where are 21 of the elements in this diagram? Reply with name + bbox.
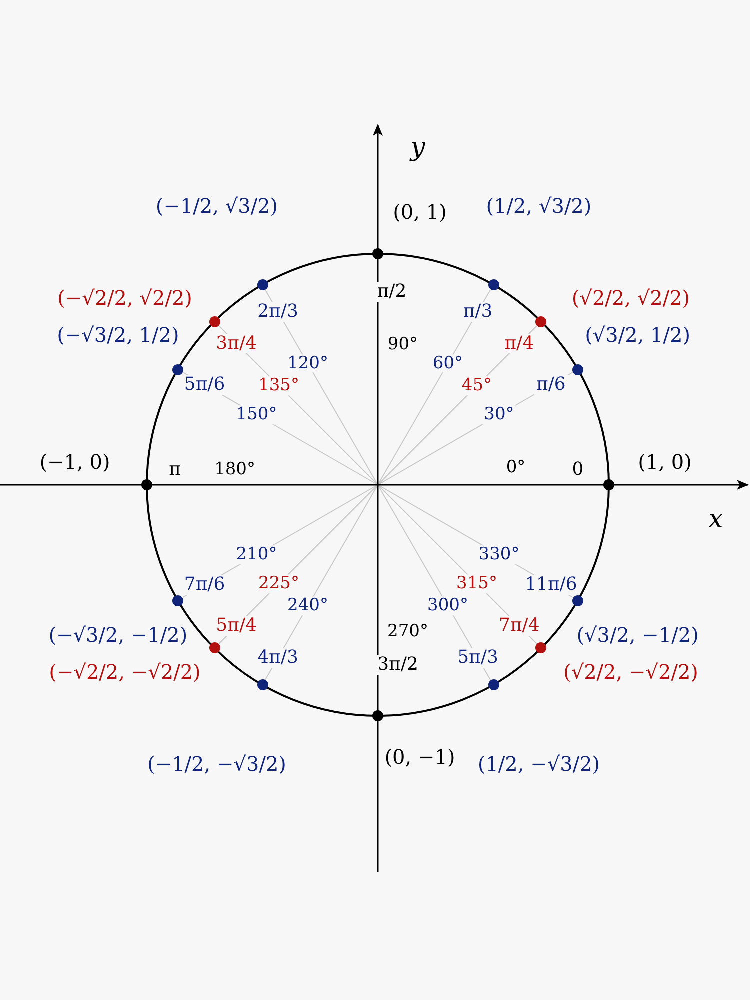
point-dot (172, 364, 184, 375)
point-dot (536, 642, 547, 654)
angle-label: 2π/3 (256, 302, 300, 322)
point-dot (257, 680, 268, 691)
angle-label: π/4 (502, 334, 536, 354)
point-dot (372, 710, 384, 722)
point-dot (142, 480, 152, 490)
point-dot (257, 279, 268, 290)
angle-label: 4π/3 (256, 648, 300, 668)
point-dot (209, 316, 220, 328)
point-dot (209, 642, 220, 654)
point-dot (488, 279, 499, 290)
point-dot (572, 364, 584, 375)
point-dot (572, 595, 584, 606)
point-dot (172, 595, 184, 606)
point-dot (536, 316, 547, 328)
point-dot (604, 480, 614, 490)
degree-label: 30° (482, 406, 516, 424)
point-dot (372, 248, 384, 260)
angle-label: π/6 (534, 375, 568, 395)
point-dot (488, 680, 499, 691)
